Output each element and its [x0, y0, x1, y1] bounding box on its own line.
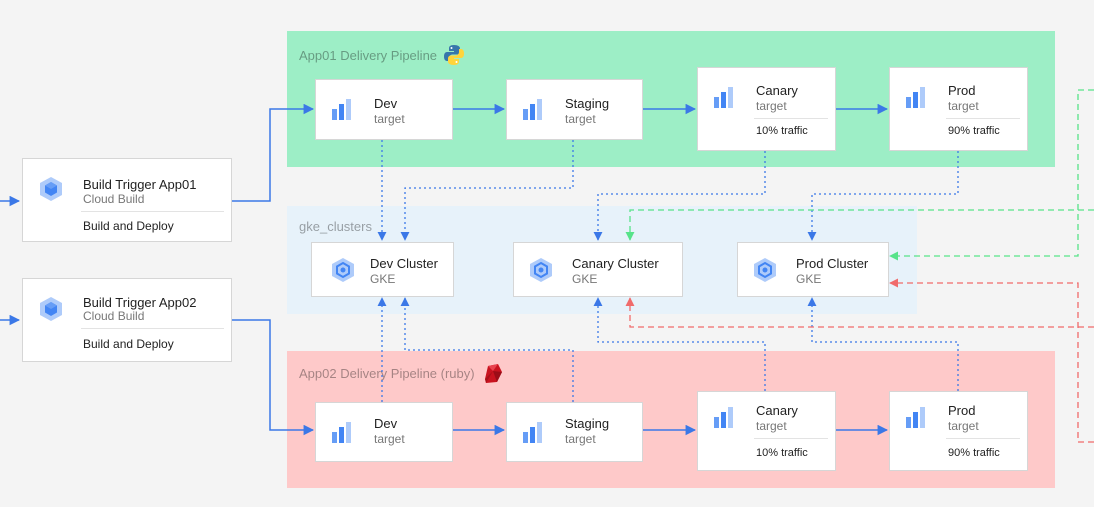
- traffic-split: 90% traffic: [948, 125, 1000, 137]
- trigger-app01-to-dev: [232, 103, 315, 202]
- app02-prod-deploy-link: [807, 297, 959, 391]
- cloud-deploy-icon: [906, 407, 925, 428]
- target-title: Canary: [756, 403, 798, 418]
- cloud-deploy-icon: [714, 407, 733, 428]
- cloud-build-icon: [40, 297, 62, 321]
- target-title: Staging: [565, 96, 610, 111]
- target-title: Prod: [948, 83, 976, 98]
- app01-canary-deploy-link: [593, 151, 766, 241]
- trigger-title: Build Trigger App02: [83, 295, 197, 310]
- target-subtitle: target: [948, 419, 979, 433]
- trigger-subtitle: Cloud Build: [83, 309, 145, 323]
- cluster-subtitle: GKE: [370, 272, 396, 286]
- cluster-subtitle: GKE: [572, 272, 598, 286]
- target-title: Dev: [374, 96, 398, 111]
- target-subtitle: target: [374, 112, 405, 126]
- cloud-deploy-icon: [523, 99, 542, 120]
- trigger-app02-to-dev: [232, 319, 315, 436]
- app01-prod-target[interactable]: Prod target 90% traffic: [889, 67, 1028, 151]
- app02-canary-deploy-link: [593, 297, 766, 391]
- app02-staging-target[interactable]: Staging target: [506, 402, 643, 462]
- cloud-deploy-icon: [332, 422, 351, 443]
- app01-staging-deploy-link: [400, 140, 574, 241]
- trigger-action: Build and Deploy: [83, 337, 174, 351]
- app01-dev-target[interactable]: Dev target: [315, 79, 453, 140]
- target-divider: [946, 438, 1020, 439]
- target-subtitle: target: [756, 419, 787, 433]
- target-divider: [754, 438, 828, 439]
- app02-pipeline-label: App02 Delivery Pipeline (ruby): [299, 362, 503, 384]
- target-title: Canary: [756, 83, 798, 98]
- green-traffic-to-prod: [889, 89, 1094, 261]
- red-traffic-to-canary: [625, 297, 1094, 328]
- app01-staging-target[interactable]: Staging target: [506, 79, 643, 140]
- build-trigger-app02[interactable]: Build Trigger App02 Cloud Build Build an…: [22, 278, 232, 362]
- gke-icon: [332, 258, 354, 282]
- cluster-title: Prod Cluster: [796, 256, 869, 271]
- cloud-deploy-icon: [906, 87, 925, 108]
- cluster-subtitle: GKE: [796, 272, 822, 286]
- target-title: Prod: [948, 403, 976, 418]
- traffic-split: 90% traffic: [948, 447, 1000, 459]
- target-subtitle: target: [565, 112, 596, 126]
- trigger-subtitle: Cloud Build: [83, 192, 145, 206]
- prod-cluster[interactable]: Prod Cluster GKE: [737, 242, 889, 297]
- python-icon: [444, 45, 465, 65]
- target-divider: [754, 118, 828, 119]
- trigger-divider: [81, 328, 224, 329]
- trigger-action: Build and Deploy: [83, 219, 174, 233]
- cluster-title: Canary Cluster: [572, 256, 659, 271]
- app02-dev-target[interactable]: Dev target: [315, 402, 453, 462]
- traffic-split: 10% traffic: [756, 125, 808, 137]
- red-traffic-to-prod: [889, 278, 1094, 443]
- target-divider: [946, 118, 1020, 119]
- gke-clusters-label-text: gke_clusters: [299, 219, 372, 234]
- app02-staging-deploy-link: [400, 297, 574, 402]
- app01-pipeline-label: App01 Delivery Pipeline: [299, 44, 465, 66]
- ruby-icon: [484, 364, 502, 383]
- trigger-divider: [81, 211, 224, 212]
- app02-canary-target[interactable]: Canary target 10% traffic: [697, 391, 836, 471]
- target-subtitle: target: [374, 432, 405, 446]
- traffic-split: 10% traffic: [756, 447, 808, 459]
- cloud-deploy-icon: [523, 422, 542, 443]
- green-traffic-to-canary: [625, 209, 1094, 241]
- app01-prod-deploy-link: [807, 151, 959, 241]
- cloud-build-icon: [40, 177, 62, 201]
- gke-clusters-label: gke_clusters: [299, 219, 372, 234]
- gke-icon: [754, 258, 776, 282]
- target-title: Dev: [374, 416, 398, 431]
- app02-prod-target[interactable]: Prod target 90% traffic: [889, 391, 1028, 471]
- cluster-title: Dev Cluster: [370, 256, 438, 271]
- gke-icon: [530, 258, 552, 282]
- app02-pipeline-label-text: App02 Delivery Pipeline (ruby): [299, 365, 475, 381]
- cloud-deploy-icon: [332, 99, 351, 120]
- build-trigger-app01[interactable]: Build Trigger App01 Cloud Build Build an…: [22, 158, 232, 242]
- cloud-deploy-icon: [714, 87, 733, 108]
- dev-cluster[interactable]: Dev Cluster GKE: [311, 242, 454, 297]
- target-subtitle: target: [756, 99, 787, 113]
- trigger-title: Build Trigger App01: [83, 177, 197, 192]
- app01-canary-target[interactable]: Canary target 10% traffic: [697, 67, 836, 151]
- target-title: Staging: [565, 416, 610, 431]
- target-subtitle: target: [948, 99, 979, 113]
- app01-pipeline-label-text: App01 Delivery Pipeline: [299, 47, 438, 63]
- canary-cluster[interactable]: Canary Cluster GKE: [513, 242, 683, 297]
- target-subtitle: target: [565, 432, 596, 446]
